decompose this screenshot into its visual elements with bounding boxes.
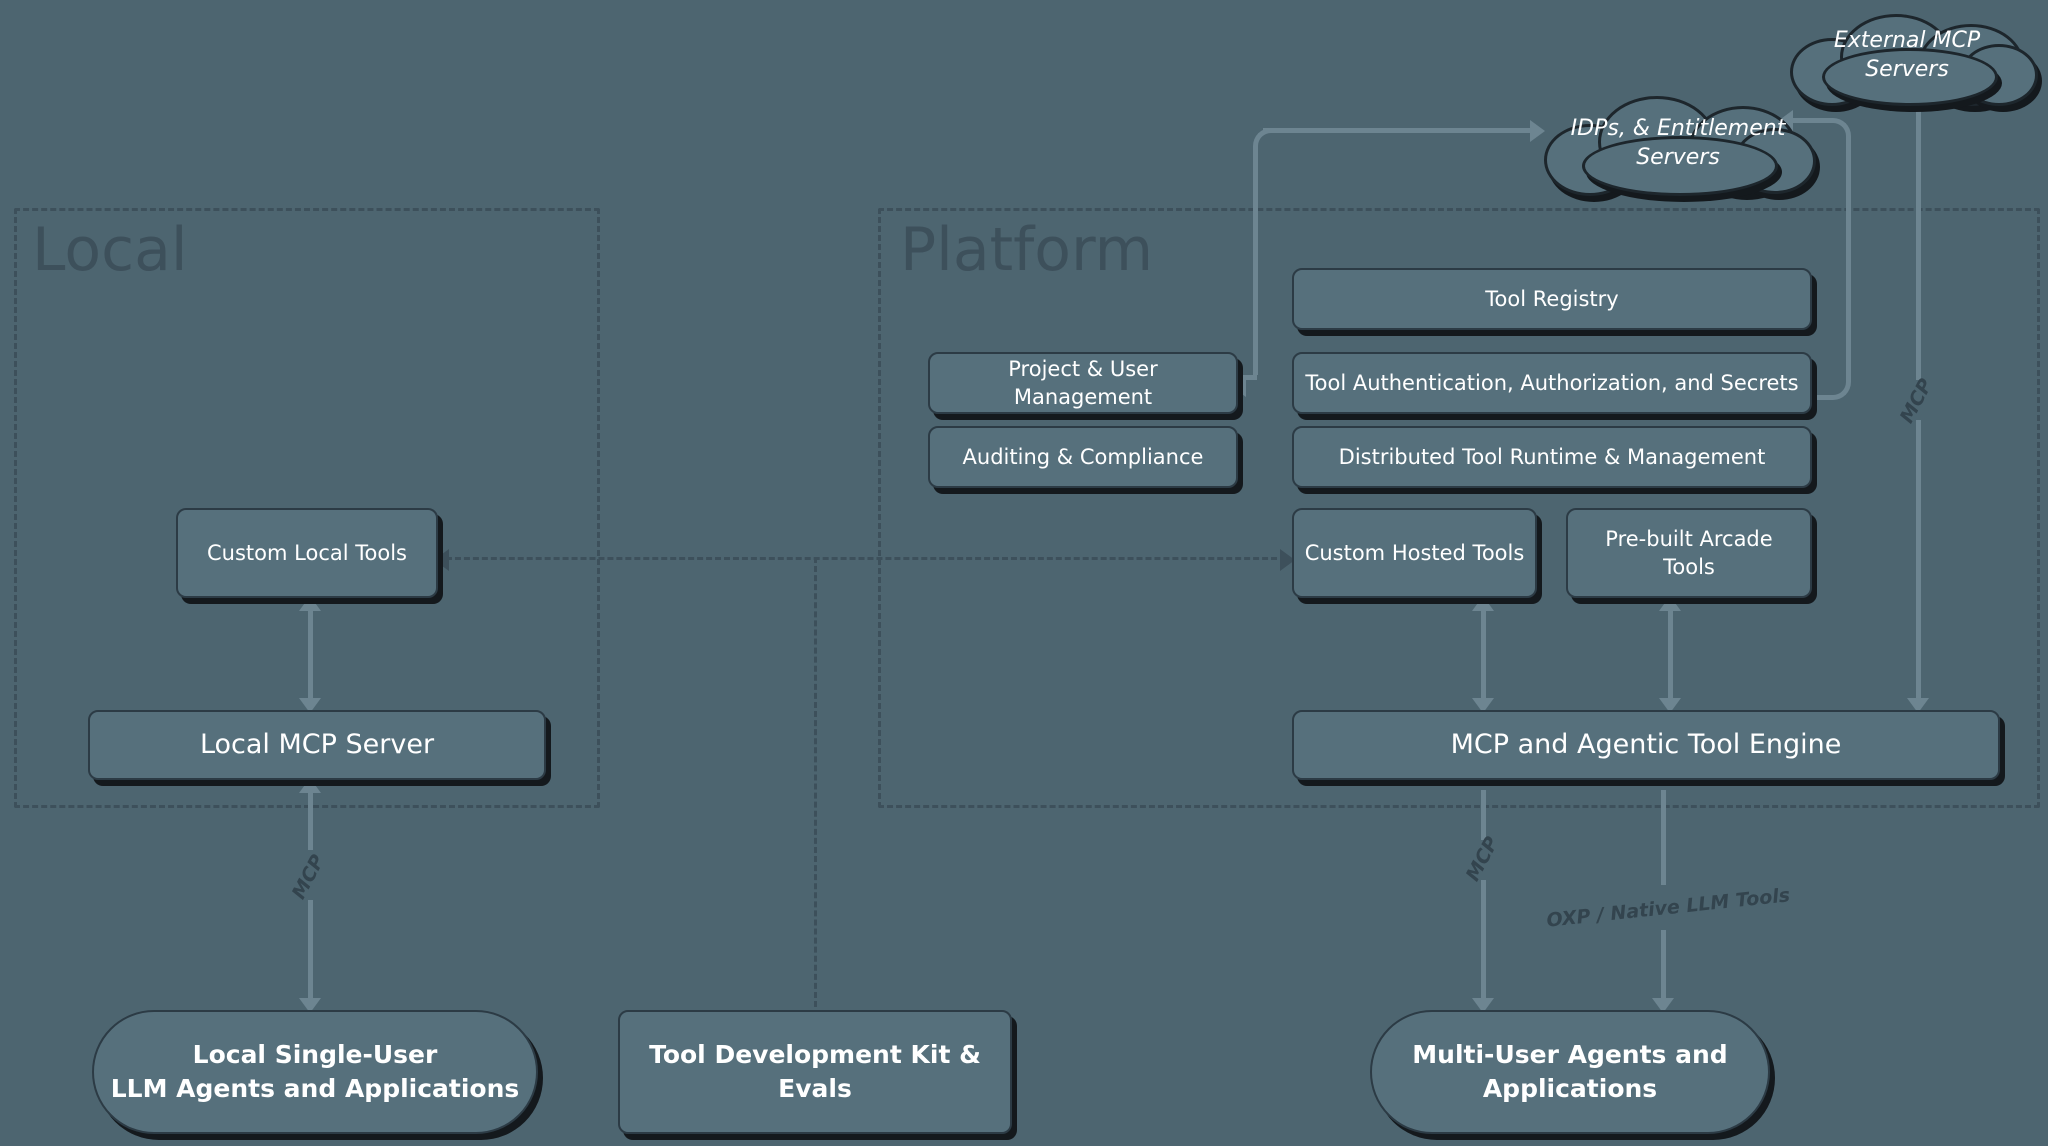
edge-local-agents-mcp-up bbox=[308, 790, 313, 850]
edge-label-platform-mcp: MCP bbox=[1461, 833, 1504, 885]
node-distributed-tool-runtime[interactable]: Distributed Tool Runtime & Management bbox=[1292, 426, 1812, 488]
node-custom-local-tools[interactable]: Custom Local Tools bbox=[176, 508, 438, 598]
edge-toolauth-idp-right bbox=[1846, 140, 1851, 380]
cloud-external-mcp-servers: External MCP Servers bbox=[1778, 8, 2038, 106]
node-auditing-compliance[interactable]: Auditing & Compliance bbox=[928, 426, 1238, 488]
node-tool-auth[interactable]: Tool Authentication, Authorization, and … bbox=[1292, 352, 1812, 414]
arrow-up-prebuilt-arcade-tools bbox=[1659, 596, 1681, 611]
node-mcp-agentic-tool-engine[interactable]: MCP and Agentic Tool Engine bbox=[1292, 710, 2000, 780]
edge-local-agents-mcp-down bbox=[308, 900, 313, 1000]
node-tool-development-kit[interactable]: Tool Development Kit & Evals bbox=[618, 1010, 1012, 1134]
arrow-down-engine-hosted bbox=[1472, 698, 1494, 713]
dash-local-to-platform bbox=[446, 557, 1286, 560]
arrow-up-custom-hosted-tools bbox=[1472, 596, 1494, 611]
cloud-idps-entitlement-servers: IDPs, & Entitlement Servers bbox=[1538, 92, 1818, 196]
corner-idp-to-pum bbox=[1253, 128, 1283, 158]
edge-label-oxp-native: OXP / Native LLM Tools bbox=[1545, 884, 1792, 932]
edge-label-local-mcp: MCP bbox=[287, 851, 330, 903]
zone-platform bbox=[878, 208, 2040, 808]
arrow-down-local-mcp-server bbox=[299, 698, 321, 713]
edge-platform-mcp-down bbox=[1481, 880, 1486, 1000]
cloud-blob bbox=[1822, 48, 1998, 106]
corner-idp-top bbox=[1806, 118, 1851, 154]
edge-oxp-up bbox=[1661, 790, 1666, 885]
corner-toolauth-idp bbox=[1806, 360, 1851, 400]
cloud-blob bbox=[1582, 136, 1778, 196]
cloud-label: IDPs, & Entitlement Servers bbox=[1570, 116, 1786, 170]
edge-external-mcp-bottom bbox=[1916, 420, 1921, 700]
zone-local bbox=[14, 208, 600, 808]
node-label: Tool Development Kit & Evals bbox=[649, 1040, 981, 1103]
node-label: Local Single-User LLM Agents and Applica… bbox=[110, 1040, 520, 1103]
node-multi-user-agents[interactable]: Multi-User Agents and Applications bbox=[1370, 1010, 1770, 1134]
edge-hosted-tools-engine bbox=[1481, 608, 1486, 700]
zone-platform-label: Platform bbox=[900, 215, 1154, 285]
node-local-single-user-agents[interactable]: Local Single-User LLM Agents and Applica… bbox=[92, 1010, 538, 1134]
edge-idp-inbound bbox=[1790, 118, 1812, 123]
zone-local-label: Local bbox=[32, 215, 188, 285]
edge-oxp-down bbox=[1661, 930, 1666, 1000]
node-local-mcp-server[interactable]: Local MCP Server bbox=[88, 710, 546, 780]
edge-idp-to-pum-horiz bbox=[1263, 128, 1533, 133]
arrow-right-custom-hosted-tools bbox=[1280, 549, 1295, 571]
cloud-label: External MCP Servers bbox=[1833, 28, 1981, 82]
arrow-down-engine-arcade bbox=[1659, 698, 1681, 713]
edge-platform-mcp-up bbox=[1481, 790, 1486, 840]
edge-external-mcp-top bbox=[1916, 100, 1921, 380]
node-project-user-management[interactable]: Project & User Management bbox=[928, 352, 1238, 414]
arrow-down-engine-external-mcp bbox=[1907, 698, 1929, 713]
node-custom-hosted-tools[interactable]: Custom Hosted Tools bbox=[1292, 508, 1537, 598]
node-tool-registry[interactable]: Tool Registry bbox=[1292, 268, 1812, 330]
edge-idp-to-pum-vert bbox=[1253, 150, 1258, 375]
node-label: Multi-User Agents and Applications bbox=[1412, 1040, 1728, 1103]
arrow-up-local-server bbox=[299, 778, 321, 793]
edge-arcade-tools-engine bbox=[1668, 608, 1673, 700]
edge-idp-to-pum-tail bbox=[1243, 375, 1257, 380]
edge-local-tools-server bbox=[308, 608, 313, 700]
node-prebuilt-arcade-tools[interactable]: Pre-built Arcade Tools bbox=[1566, 508, 1812, 598]
dash-tdk-branch bbox=[814, 557, 817, 1007]
arrow-up-custom-local-tools bbox=[299, 596, 321, 611]
arrow-right-idp-cloud bbox=[1530, 120, 1545, 142]
